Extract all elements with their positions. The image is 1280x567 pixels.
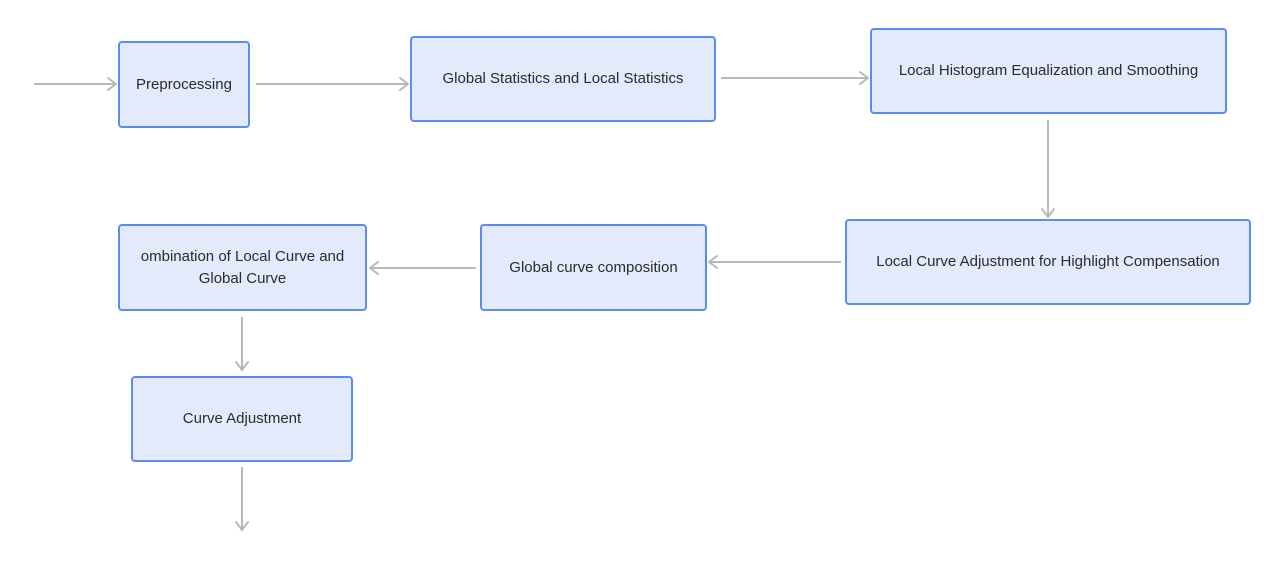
node-label: Preprocessing <box>136 75 232 93</box>
edge-combination-to-curve-adjustment <box>235 317 249 371</box>
node-label: Global curve composition <box>509 258 678 276</box>
node-label: Global Statistics and Local Statistics <box>442 70 684 87</box>
node-label: Local Histogram Equalization and Smoothi… <box>898 62 1199 79</box>
node-label: ombination of Local Curve and Global Cur… <box>140 247 345 287</box>
edge-input-to-preprocessing <box>34 77 117 91</box>
node-combination-local-global-curve[interactable]: ombination of Local Curve and Global Cur… <box>118 224 367 311</box>
node-curve-adjustment[interactable]: Curve Adjustment <box>131 376 353 462</box>
node-global-curve-composition[interactable]: Global curve composition <box>480 224 707 311</box>
edge-local-curve-adjustment-to-global-curve-composition <box>708 255 841 269</box>
edge-local-histogram-to-local-curve-adjustment <box>1041 120 1055 218</box>
node-local-histogram-equalization[interactable]: Local Histogram Equalization and Smoothi… <box>870 28 1227 114</box>
node-label: Local Curve Adjustment for Highlight Com… <box>876 253 1220 270</box>
node-local-curve-adjustment[interactable]: Local Curve Adjustment for Highlight Com… <box>845 219 1251 305</box>
edge-curve-adjustment-to-output <box>235 467 249 531</box>
edge-global-curve-composition-to-combination <box>369 261 476 275</box>
node-label: Curve Adjustment <box>182 410 302 427</box>
node-preprocessing[interactable]: Preprocessing <box>118 41 250 128</box>
edge-preprocessing-to-global-statistics <box>256 77 409 91</box>
node-global-statistics[interactable]: Global Statistics and Local Statistics <box>410 36 716 122</box>
edge-global-statistics-to-local-histogram <box>721 71 869 85</box>
